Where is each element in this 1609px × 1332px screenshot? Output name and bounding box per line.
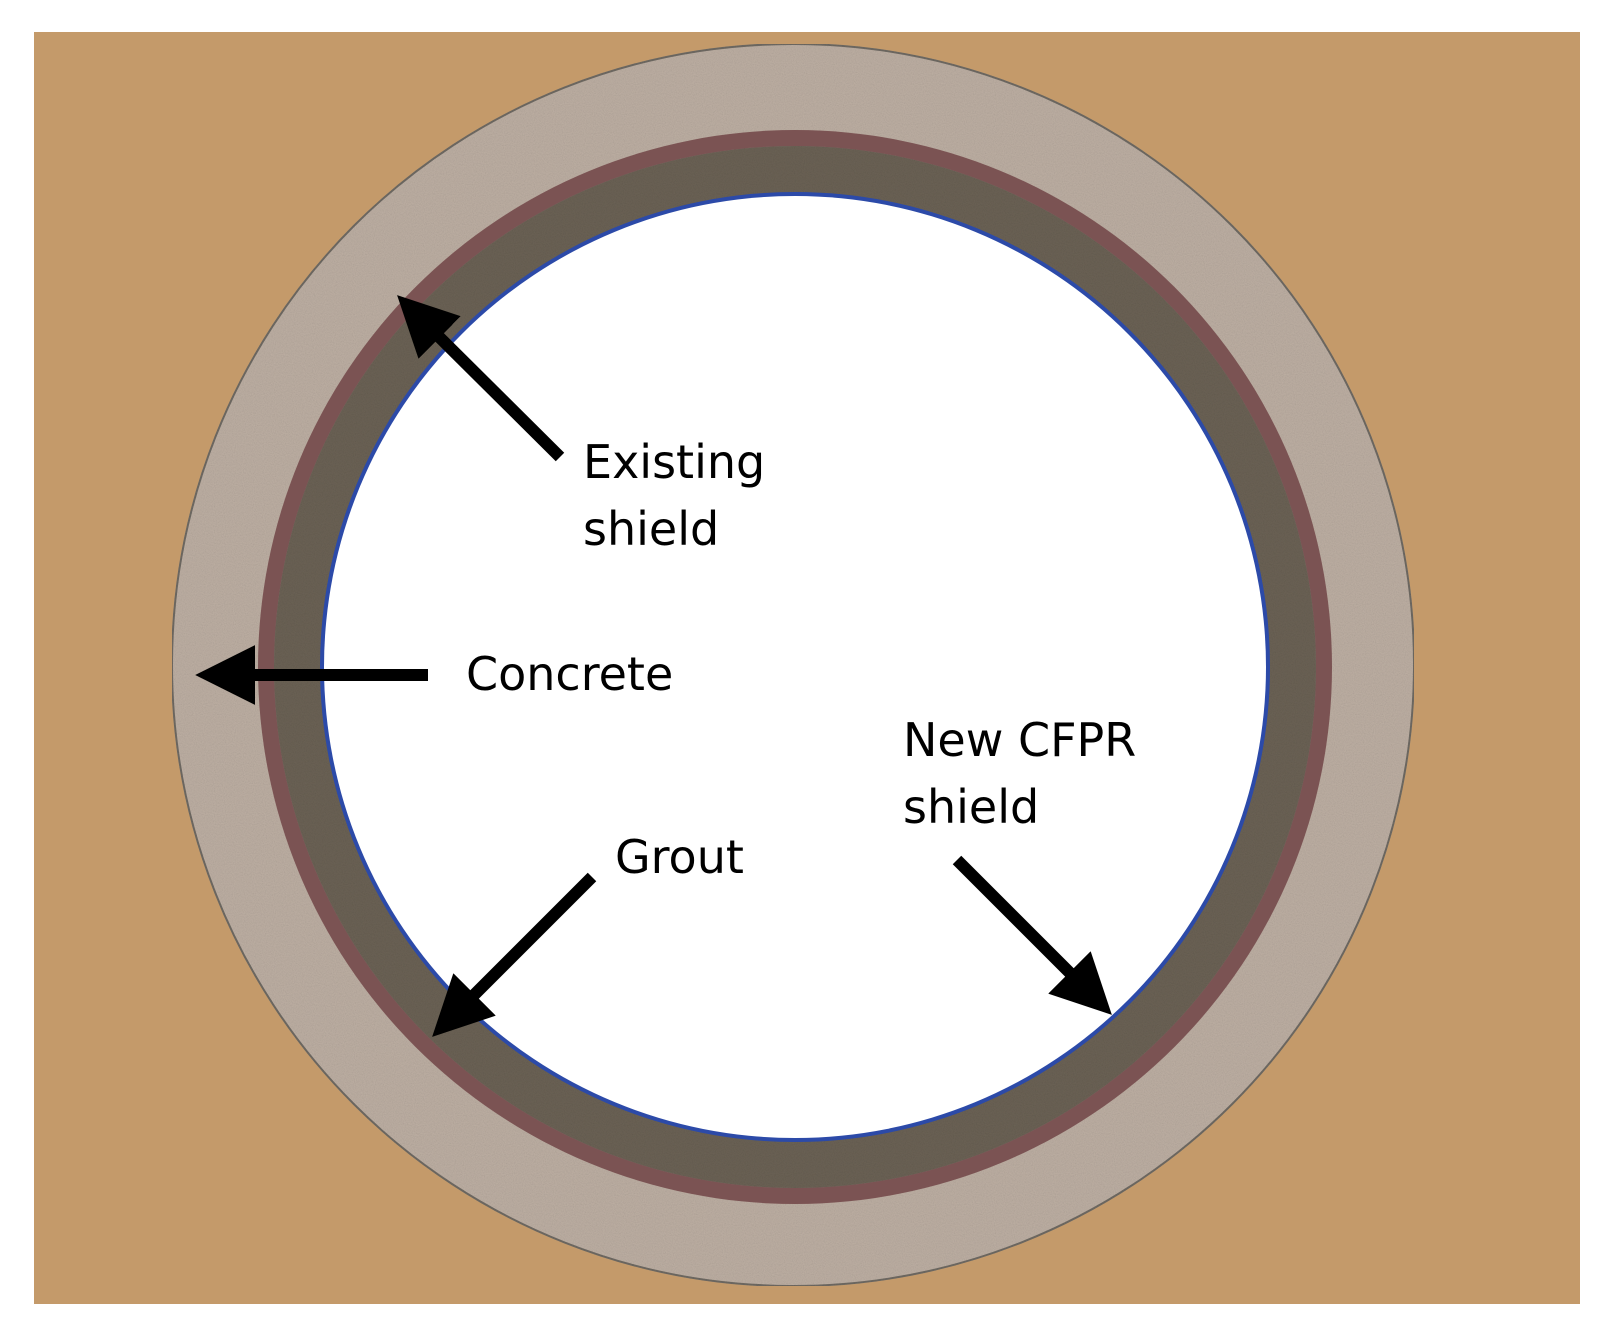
new-cfpr-shield-label-line2: shield	[903, 780, 1039, 834]
existing-shield-label: Existing shield	[583, 435, 780, 556]
grout-label: Grout	[615, 830, 744, 884]
concrete-label: Concrete	[466, 647, 673, 701]
new-cfpr-shield-label: New CFPR shield	[903, 713, 1151, 834]
existing-shield-label-line1: Existing	[583, 435, 765, 489]
existing-shield-arrow	[397, 295, 565, 462]
existing-shield-label-line2: shield	[583, 502, 719, 556]
new-cfpr-shield-label-line1: New CFPR	[903, 713, 1136, 767]
grout-arrow	[432, 872, 597, 1037]
new-cfpr-shield-arrow	[952, 855, 1112, 1015]
